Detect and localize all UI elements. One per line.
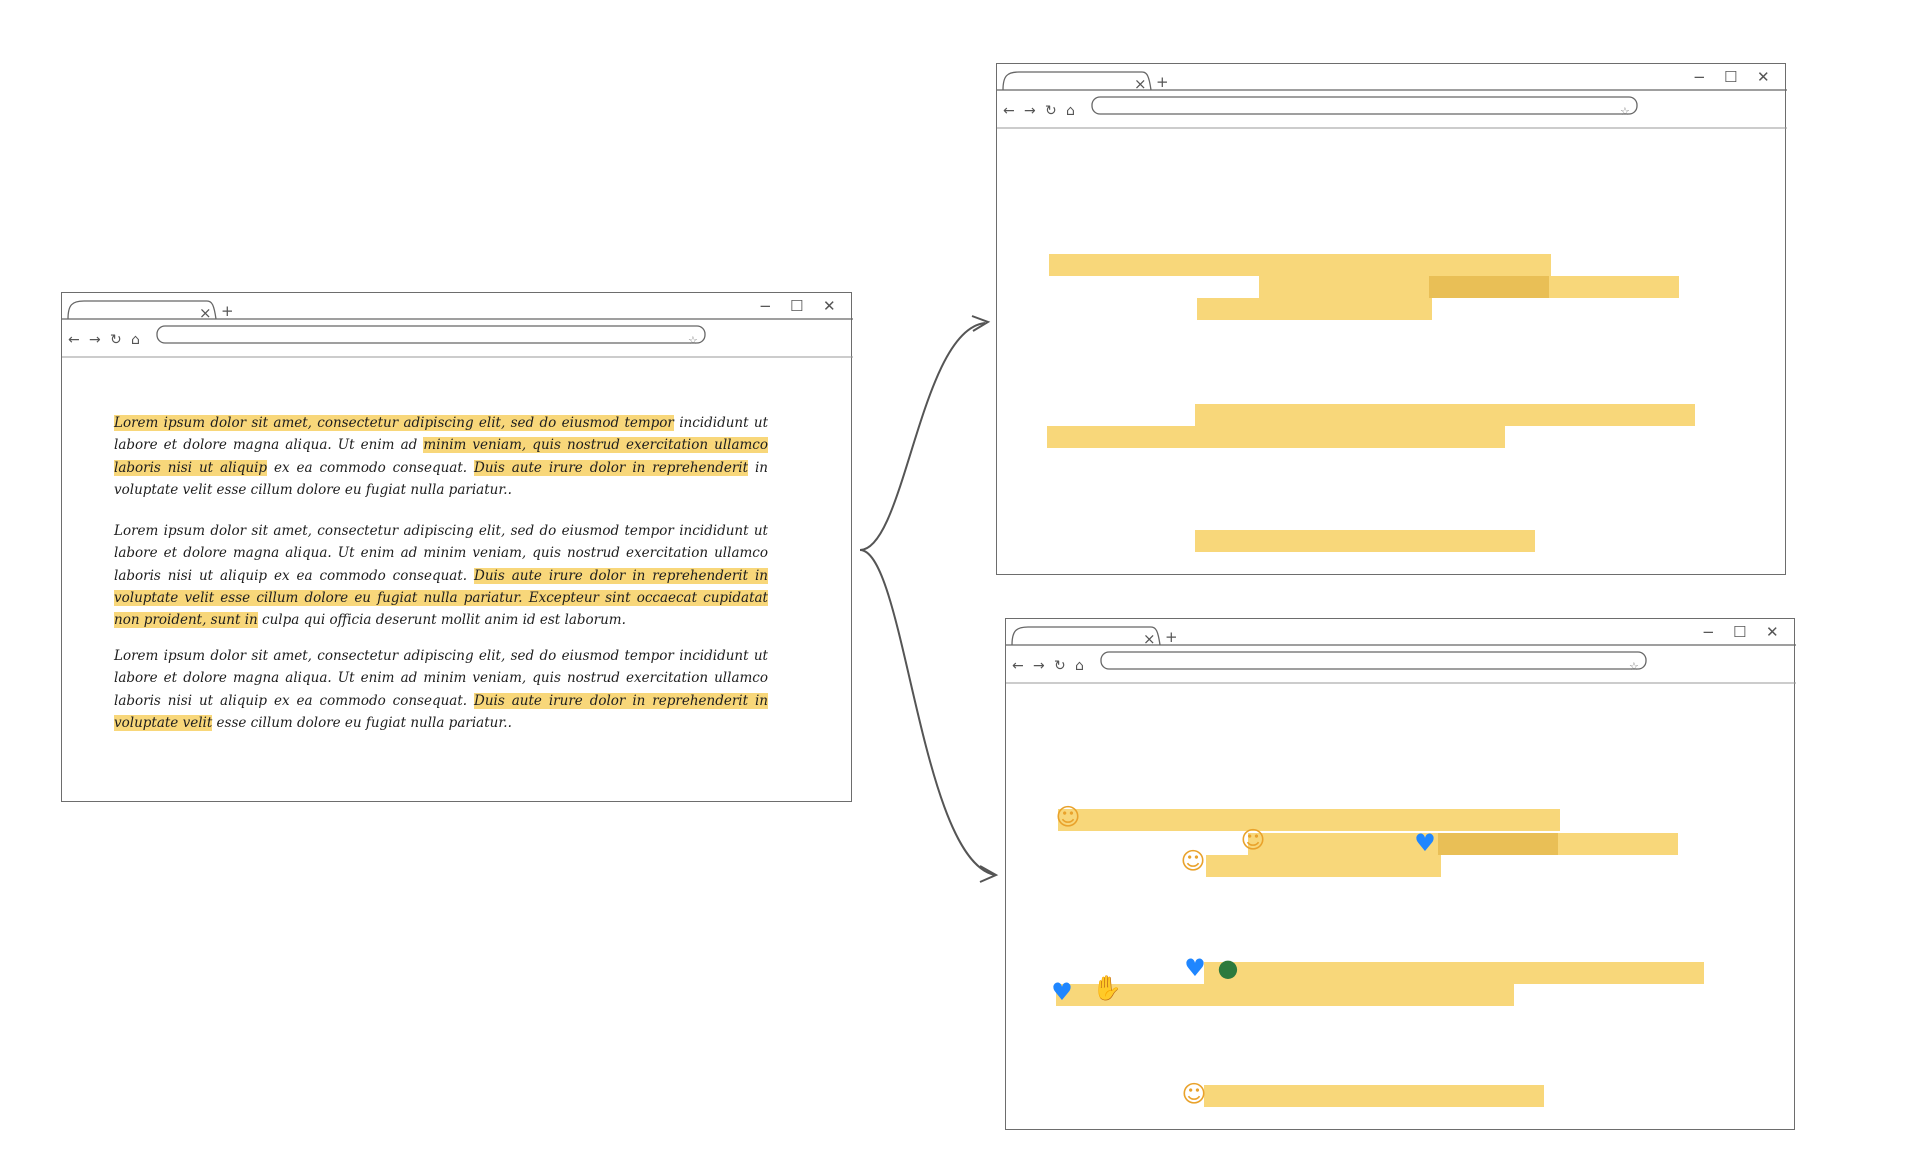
blue-heart-emoji-icon[interactable]: ♥ [1414, 829, 1436, 857]
back-icon[interactable]: ← [1003, 103, 1015, 119]
plain-text: Lorem ipsum dolor sit amet, consectetur … [114, 523, 768, 584]
plain-text: ex ea commodo consequat. [267, 459, 475, 476]
highlight-bar [1056, 984, 1514, 1006]
reload-icon[interactable]: ↻ [110, 332, 122, 348]
close-window-icon[interactable]: ✕ [823, 297, 836, 315]
forward-icon[interactable]: → [89, 332, 101, 348]
exploding-head-emoji-icon[interactable]: ☺ [1055, 803, 1081, 831]
maximize-icon[interactable]: ☐ [790, 297, 804, 315]
globe-emoji-icon[interactable]: ● [1217, 954, 1239, 982]
thumbs-up-emoji-icon[interactable]: ✋ [1092, 974, 1122, 1002]
tab-close-icon[interactable]: × [1134, 75, 1147, 93]
thinking-face-emoji-icon[interactable]: ☺ [1181, 1080, 1207, 1108]
new-tab-icon[interactable]: + [1156, 73, 1169, 91]
reload-icon[interactable]: ↻ [1045, 103, 1057, 119]
home-icon[interactable]: ⌂ [131, 332, 140, 348]
forward-icon[interactable]: → [1024, 103, 1036, 119]
new-tab-icon[interactable]: + [221, 302, 234, 320]
highlight[interactable]: Duis aute irure dolor in reprehenderit [474, 459, 749, 476]
highlight-bar [1204, 962, 1704, 984]
highlight-bar [1058, 809, 1560, 831]
tab-and-address-outline [62, 300, 853, 358]
tab-and-address-outline [997, 71, 1787, 129]
highlight-bar [1204, 1085, 1544, 1107]
highlight-bar [1195, 404, 1695, 426]
highlight-bar [1047, 426, 1505, 448]
emoji-browser-window: × + − ☐ ✕ ← → ↻ ⌂ ☆ ☺ ☺ ☺ ♥ ♥ ● ♥ ✋ ☺ [1005, 618, 1796, 1130]
home-icon[interactable]: ⌂ [1066, 103, 1075, 119]
back-icon[interactable]: ← [1012, 658, 1024, 674]
arrowhead-top [971, 315, 991, 332]
exploding-head-emoji-icon[interactable]: ☺ [1240, 826, 1266, 854]
browser-chrome: × + − ☐ ✕ ← → ↻ ⌂ ☆ [62, 293, 853, 358]
close-window-icon[interactable]: ✕ [1766, 623, 1779, 641]
maximize-icon[interactable]: ☐ [1724, 68, 1738, 86]
highlight[interactable]: Lorem ipsum dolor sit amet, consectetur … [114, 415, 674, 431]
back-icon[interactable]: ← [68, 332, 80, 348]
forward-icon[interactable]: → [1033, 658, 1045, 674]
highlight-bar [1206, 855, 1441, 877]
reload-icon[interactable]: ↻ [1054, 658, 1066, 674]
plain-text: esse cillum dolore eu fugiat nulla paria… [212, 714, 512, 731]
home-icon[interactable]: ⌂ [1075, 658, 1084, 674]
plain-text: culpa qui officia deserunt mollit anim i… [257, 612, 626, 629]
tab-close-icon[interactable]: × [199, 304, 212, 322]
plain-text: in voluptate velit esse cillum dolore eu… [114, 459, 768, 498]
browser-chrome: × + − ☐ ✕ ← → ↻ ⌂ ☆ [997, 64, 1787, 129]
tab-close-icon[interactable]: × [1143, 630, 1156, 648]
highlight-overlap-bar [1438, 833, 1558, 855]
highlights-browser-window: × + − ☐ ✕ ← → ↻ ⌂ ☆ [996, 63, 1787, 575]
arrow-to-highlights-browser [859, 322, 986, 551]
close-window-icon[interactable]: ✕ [1757, 68, 1770, 86]
highlight-bar [1197, 298, 1432, 320]
maximize-icon[interactable]: ☐ [1733, 623, 1747, 641]
blue-heart-emoji-icon[interactable]: ♥ [1184, 954, 1206, 982]
minimize-icon[interactable]: − [1702, 623, 1715, 641]
minimize-icon[interactable]: − [1693, 68, 1706, 86]
bookmark-star-icon[interactable]: ☆ [1620, 105, 1630, 118]
paragraph-3: Lorem ipsum dolor sit amet, consectetur … [114, 645, 768, 734]
emoji-page-content: ☺ ☺ ☺ ♥ ♥ ● ♥ ✋ ☺ [1006, 684, 1794, 1129]
highlight-bar [1195, 530, 1535, 552]
source-browser-window: × + − ☐ ✕ ← → ↻ ⌂ ☆ Lorem ipsum dolor si… [61, 292, 853, 802]
bookmark-star-icon[interactable]: ☆ [688, 334, 698, 347]
blue-heart-emoji-icon[interactable]: ♥ [1051, 978, 1073, 1006]
arrow-to-emoji-browser [859, 549, 996, 876]
arrowhead-bottom [979, 865, 999, 883]
exploding-head-emoji-icon[interactable]: ☺ [1180, 847, 1206, 875]
source-page-content: Lorem ipsum dolor sit amet, consectetur … [62, 358, 851, 801]
minimize-icon[interactable]: − [759, 297, 772, 315]
paragraph-1: Lorem ipsum dolor sit amet, consectetur … [114, 412, 768, 501]
bookmark-star-icon[interactable]: ☆ [1629, 660, 1639, 673]
plain-text: incididunt ut labore et dolore magna ali… [114, 415, 768, 454]
new-tab-icon[interactable]: + [1165, 628, 1178, 646]
browser-chrome: × + − ☐ ✕ ← → ↻ ⌂ ☆ [1006, 619, 1796, 684]
highlights-page-content [997, 129, 1785, 574]
tab-and-address-outline [1006, 626, 1796, 684]
highlight-bar [1049, 254, 1551, 276]
paragraph-2: Lorem ipsum dolor sit amet, consectetur … [114, 520, 768, 631]
plain-text: Lorem ipsum dolor sit amet, consectetur … [114, 648, 768, 709]
highlight-overlap-bar [1429, 276, 1549, 298]
